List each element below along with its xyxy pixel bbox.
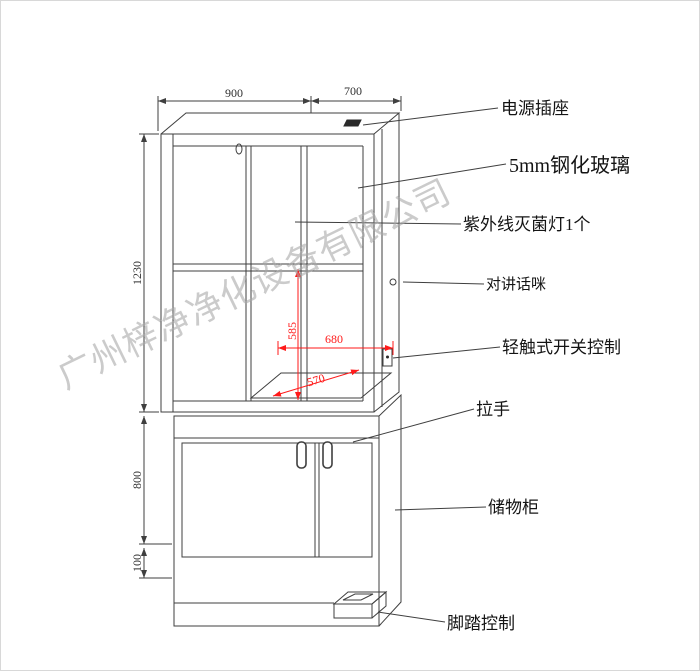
door-handle-right — [322, 441, 333, 469]
label-uv-lamp: 紫外线灭菌灯1个 — [463, 215, 591, 234]
extension-lines — [139, 96, 402, 579]
leader-uv-lamp — [294, 221, 462, 225]
upper-inner-frame — [173, 145, 364, 402]
label-foot-pedal: 脚踏控制 — [447, 614, 515, 633]
label-intercom-mic: 对讲话咪 — [486, 276, 546, 293]
foot-pedal — [332, 590, 388, 619]
dim-1230: 1230 — [130, 261, 144, 285]
leader-touch-switch — [392, 346, 501, 359]
label-power-socket: 电源插座 — [501, 99, 569, 118]
chamber-floor — [249, 372, 393, 399]
dim-800: 800 — [130, 471, 144, 489]
dim-100: 100 — [130, 554, 144, 572]
power-socket — [343, 119, 362, 127]
upper-cabinet-drawing — [160, 112, 401, 413]
glass-door-divider — [300, 146, 308, 401]
door-split — [314, 443, 320, 557]
mid-shelf-divider — [173, 263, 363, 272]
upper-top-face — [160, 112, 401, 135]
leader-power-socket — [362, 107, 499, 126]
touch-switch-button — [386, 355, 389, 359]
label-touch-switch: 轻触式开关控制 — [502, 338, 621, 357]
intercom-mic — [389, 278, 397, 286]
glass-door-track — [245, 146, 252, 401]
door-handle-left — [296, 441, 307, 469]
label-tempered-glass: 5mm钢化玻璃 — [509, 154, 630, 177]
dim-line-570 — [272, 369, 360, 397]
outer-dimensions: 900 700 1230 800 100 — [130, 84, 402, 579]
leader-storage-cabinet — [394, 506, 487, 511]
leader-intercom-mic — [402, 281, 485, 285]
dim-700: 700 — [344, 84, 362, 98]
foot-pedal-plate — [342, 593, 374, 601]
upper-front-face — [160, 133, 375, 413]
dim-680-ticks — [277, 341, 394, 355]
dim-900: 900 — [225, 86, 243, 100]
lower-front-face — [173, 415, 380, 627]
label-handle: 拉手 — [476, 400, 510, 419]
storage-doors — [181, 442, 373, 558]
lower-cabinet-drawing — [173, 393, 402, 627]
upper-side-face — [373, 113, 400, 413]
leader-lines — [294, 107, 507, 623]
label-storage-cabinet: 储物柜 — [488, 498, 539, 517]
leader-handle — [352, 408, 475, 443]
dim-680: 680 — [325, 332, 343, 346]
leader-foot-pedal — [377, 611, 446, 623]
dim-570: 570 — [305, 371, 326, 389]
callout-labels: 电源插座 5mm钢化玻璃 紫外线灭菌灯1个 对讲话咪 轻触式开关控制 拉手 储物… — [447, 99, 630, 633]
leader-tempered-glass — [357, 163, 507, 189]
interior-dimensions: 585 680 570 — [272, 269, 394, 400]
dim-585: 585 — [285, 322, 299, 340]
door-lock — [235, 143, 243, 155]
foot-pedal-front — [333, 603, 373, 619]
